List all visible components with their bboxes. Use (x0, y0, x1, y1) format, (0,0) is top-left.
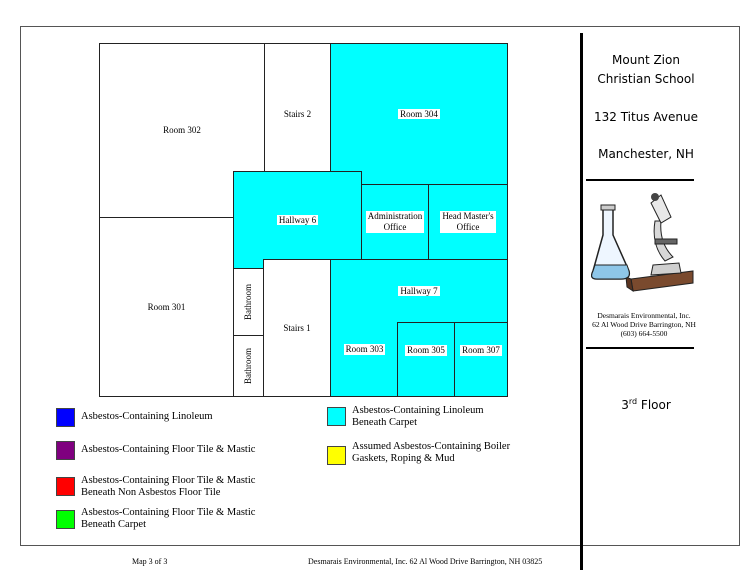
legend-cyan-swatch (327, 407, 346, 426)
bathroom-upper: Bathroom (233, 268, 264, 336)
panel-rule-top (586, 179, 694, 181)
map-frame (20, 26, 740, 546)
room-301-label: Room 301 (147, 301, 186, 312)
school-name-line1: Mount Zion (612, 53, 680, 67)
room-302-label: Room 302 (163, 125, 201, 136)
company-phone: (603) 664-5500 (620, 329, 668, 338)
school-address: 132 Titus Avenue (594, 110, 698, 124)
legend-blue: Asbestos-Containing Linoleum (56, 408, 213, 427)
floor-word: Floor (640, 398, 671, 412)
legend-blue-swatch (56, 408, 75, 427)
school-name-line2: Christian School (597, 72, 695, 86)
hallway-7-label: Hallway 7 (398, 285, 440, 297)
bathroom-lower: Bathroom (233, 335, 264, 397)
legend-cyan-text-1: Asbestos-Containing Linoleum (352, 405, 484, 416)
legend-red-text-2: Beneath Non Asbestos Floor Tile (81, 487, 221, 499)
legend-red-text-1: Asbestos-Containing Floor Tile & Mastic (81, 475, 256, 486)
panel-divider (580, 33, 583, 570)
legend-yellow-text-2: Gaskets, Roping & Mud (352, 453, 455, 465)
floor-number: 3 (621, 398, 629, 412)
bathroom-lower-label: Bathroom (243, 348, 254, 384)
room-304: Room 304 (330, 43, 508, 185)
school-city: Manchester, NH (598, 147, 694, 161)
legend-red-swatch (56, 477, 75, 496)
room-307-label: Room 307 (460, 345, 502, 356)
legend-blue-text: Asbestos-Containing Linoleum (81, 411, 213, 422)
legend-purple: Asbestos-Containing Floor Tile & Mastic (56, 441, 255, 460)
stairs-2: Stairs 2 (264, 43, 331, 185)
room-307: Room 307 (454, 322, 508, 397)
room-303-label: Room 303 (343, 344, 386, 355)
panel-rule-bottom (586, 347, 694, 349)
map-number: Map 3 of 3 (132, 557, 168, 566)
company-block: Desmarais Environmental, Inc. 62 Al Wood… (588, 311, 700, 338)
legend-purple-swatch (56, 441, 75, 460)
legend-purple-text: Asbestos-Containing Floor Tile & Mastic (81, 444, 256, 455)
hallway-6: Hallway 6 (233, 171, 362, 269)
legend-cyan-text-2: Beneath Carpet (352, 417, 418, 429)
company-address: 62 Al Wood Drive Barrington, NH (592, 320, 696, 329)
legend-yellow-text-1: Assumed Asbestos-Containing Boiler (352, 441, 511, 452)
hallway-7: Hallway 7 (330, 259, 508, 323)
legend-green-text-2: Beneath Carpet (81, 519, 147, 531)
room-301: Room 301 (99, 217, 234, 397)
room-303: Room 303 (330, 322, 398, 397)
lab-equipment-icon (591, 193, 694, 293)
school-name: Mount Zion Christian School (586, 51, 706, 89)
room-304-label: Room 304 (398, 108, 440, 120)
stairs-1: Stairs 1 (263, 259, 331, 397)
stairs-1-label: Stairs 1 (283, 322, 311, 333)
company-name: Desmarais Environmental, Inc. (597, 311, 691, 320)
bathroom-upper-label: Bathroom (243, 284, 254, 320)
legend-yellow-swatch (327, 446, 346, 465)
room-305: Room 305 (397, 322, 455, 397)
stairs-2-label: Stairs 2 (283, 108, 312, 119)
footer-company: Desmarais Environmental, Inc. 62 Al Wood… (308, 557, 543, 566)
floor-suffix: rd (628, 397, 638, 406)
room-305-label: Room 305 (405, 345, 447, 356)
hallway-6-label: Hallway 6 (276, 214, 319, 226)
legend-green-swatch (56, 510, 75, 529)
floor-label: 3rd Floor (586, 397, 706, 412)
legend-green-text-1: Asbestos-Containing Floor Tile & Mastic (81, 507, 256, 518)
